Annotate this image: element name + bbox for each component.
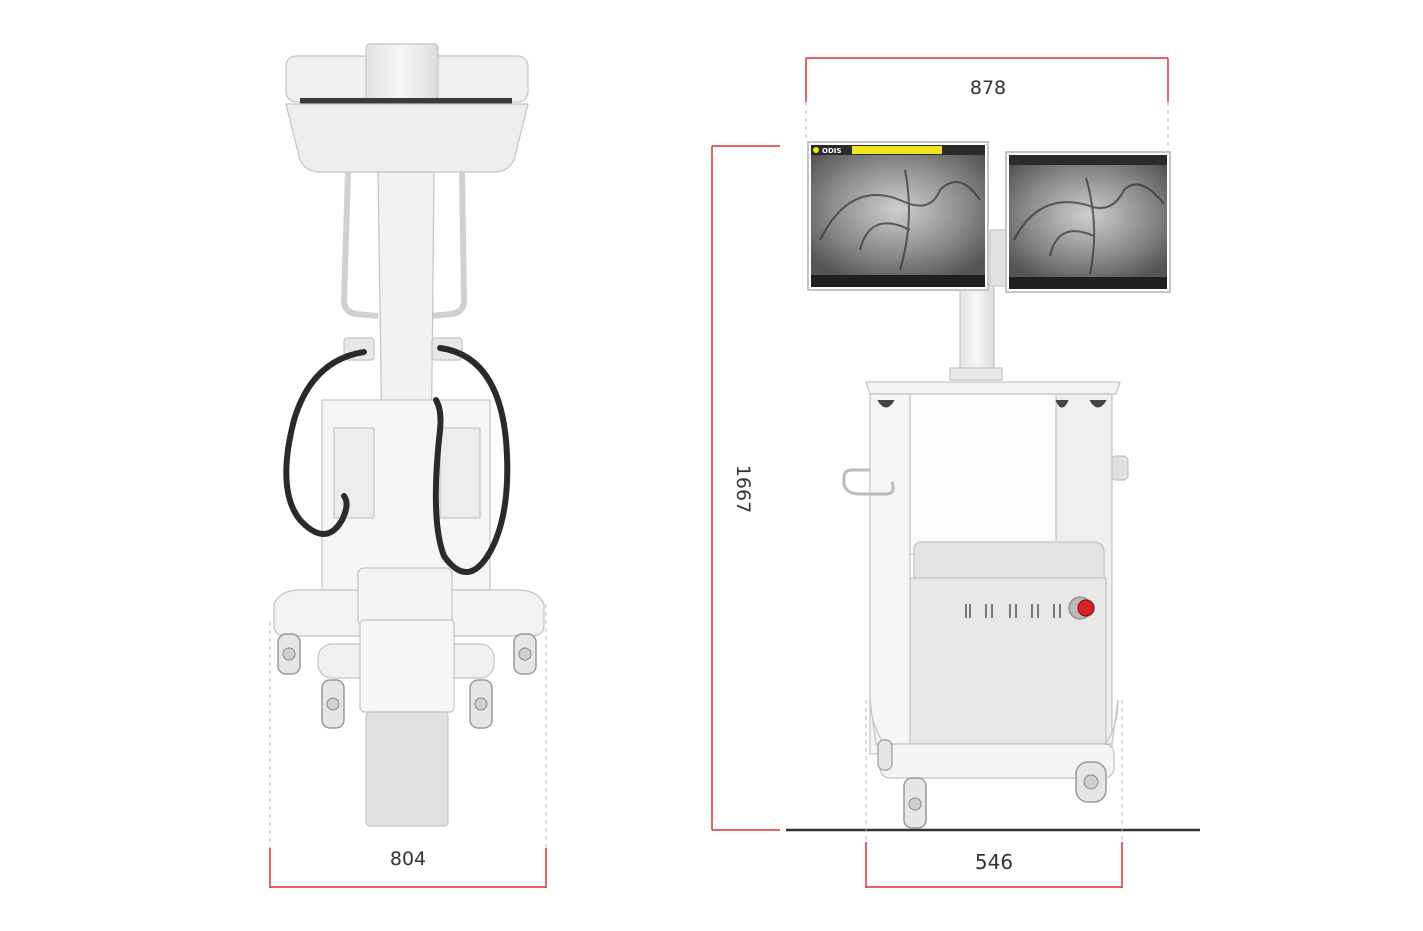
- post-fitting-left: [877, 399, 895, 408]
- cart-wheel-mid: [877, 739, 893, 771]
- dimension-label-804: 804: [389, 848, 427, 870]
- monitor-pole: [959, 283, 995, 377]
- wheel-rear-left: [321, 679, 345, 729]
- xray-image-left: [811, 155, 985, 275]
- dimension-label-546: 546: [974, 850, 1014, 874]
- rear-cabinet-panel-right: [439, 427, 481, 519]
- monitor-joint: [989, 229, 1007, 287]
- rear-cabinet-panel-left: [333, 427, 375, 519]
- cart-top-shelf: [865, 381, 1121, 395]
- monitor-right: [1005, 151, 1171, 293]
- post-fitting-mid: [1055, 399, 1069, 408]
- monitor-brand-label: ODIS: [822, 147, 841, 155]
- c-arm-foot-upper: [357, 567, 453, 627]
- detector-handle: [365, 43, 439, 103]
- post-fitting-right: [1089, 399, 1107, 408]
- dimension-804: [269, 604, 547, 888]
- monitor-left: ODIS: [807, 141, 989, 291]
- side-handle-left: [340, 171, 379, 319]
- c-arm-foot: [359, 619, 455, 713]
- dual-monitors: ODIS: [807, 141, 1171, 293]
- coiled-cable-icon: [283, 345, 511, 575]
- xray-pelvis-right: [1013, 177, 1165, 275]
- emergency-stop-button[interactable]: [1068, 596, 1095, 620]
- detector-body: [285, 103, 529, 173]
- monitor-cart: [842, 229, 1129, 779]
- c-arm-wheels: [277, 633, 537, 729]
- cabinet-top: [913, 541, 1105, 579]
- cart-left-post: [869, 393, 911, 755]
- cable-hook: [842, 468, 895, 496]
- cart-wheel-right: [1075, 761, 1107, 803]
- dimension-546: [865, 700, 1123, 888]
- cart-side-grip: [1111, 455, 1129, 481]
- detector-slot: [300, 98, 512, 104]
- cabinet-vents: [965, 604, 1061, 618]
- cart-back-panel: [909, 393, 1057, 555]
- wheel-front-left: [277, 633, 301, 675]
- cable-left: [283, 349, 367, 537]
- cart-wheels: [877, 739, 1107, 829]
- wheel-rear-right: [469, 679, 493, 729]
- dimension-878: [805, 57, 1169, 152]
- cable-right: [432, 345, 511, 575]
- wheel-front-right: [513, 633, 537, 675]
- dimension-label-1667: 1667: [732, 464, 754, 514]
- side-handle-right: [429, 171, 468, 319]
- xray-pelvis-left: [819, 169, 981, 271]
- c-arm-foot-lower: [365, 711, 449, 827]
- cart-wheel-left: [903, 777, 927, 829]
- dimension-1667: [711, 145, 780, 831]
- c-arm-device: [273, 43, 545, 827]
- dimension-label-878: 878: [969, 77, 1007, 99]
- monitor-pole-base: [949, 367, 1003, 381]
